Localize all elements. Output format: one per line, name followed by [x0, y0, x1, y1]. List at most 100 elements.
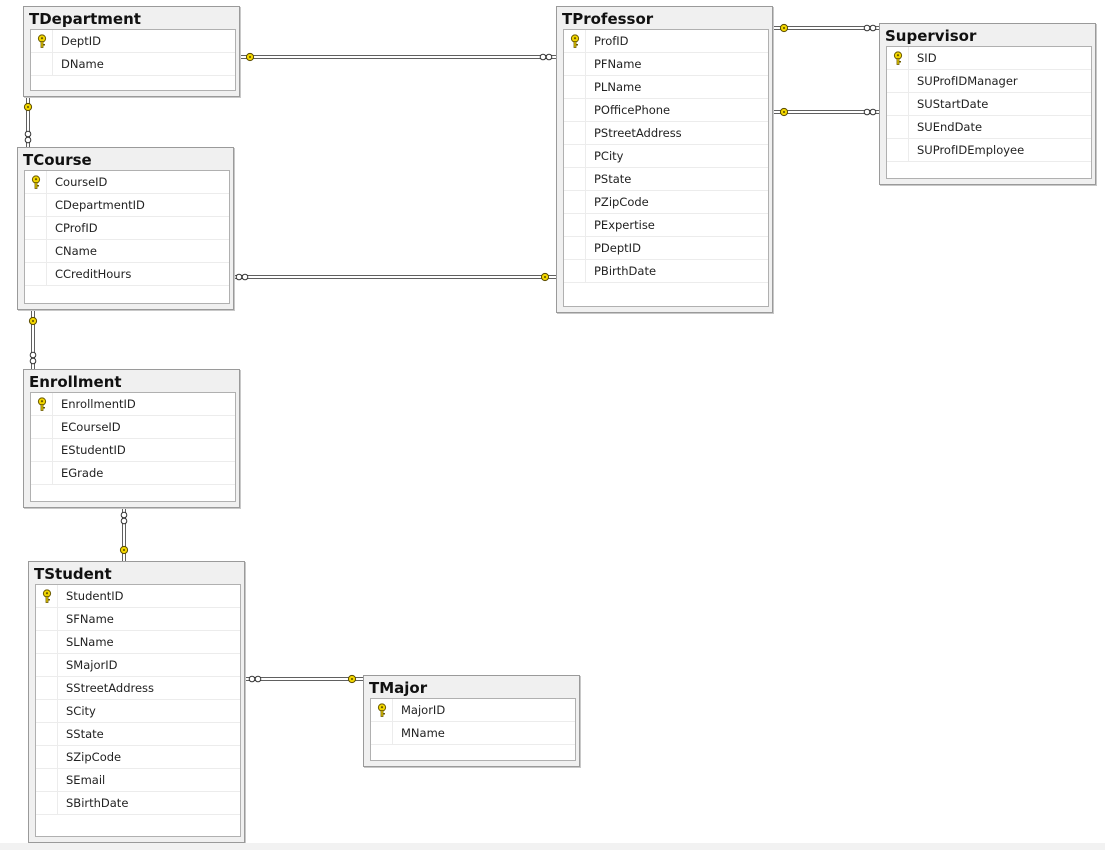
- row-selector[interactable]: [564, 168, 586, 190]
- column-row[interactable]: SLName: [36, 631, 240, 654]
- column-row[interactable]: POfficePhone: [564, 99, 768, 122]
- column-row[interactable]: SState: [36, 723, 240, 746]
- column-row[interactable]: SFName: [36, 608, 240, 631]
- row-selector[interactable]: [36, 677, 58, 699]
- row-selector[interactable]: [31, 416, 53, 438]
- column-row[interactable]: EGrade: [31, 462, 235, 485]
- column-row[interactable]: CCreditHours: [25, 263, 229, 286]
- column-row[interactable]: SZipCode: [36, 746, 240, 769]
- row-selector[interactable]: [25, 240, 47, 262]
- row-selector[interactable]: [36, 631, 58, 653]
- row-selector[interactable]: [31, 393, 53, 415]
- row-selector[interactable]: [564, 53, 586, 75]
- column-row[interactable]: DeptID: [31, 30, 235, 53]
- row-selector[interactable]: [564, 76, 586, 98]
- row-selector[interactable]: [36, 723, 58, 745]
- row-selector[interactable]: [564, 237, 586, 259]
- row-selector[interactable]: [25, 171, 47, 193]
- relationship-tdepartment-tcourse: [23, 97, 33, 147]
- column-row[interactable]: PLName: [564, 76, 768, 99]
- column-row[interactable]: ProfID: [564, 30, 768, 53]
- row-selector[interactable]: [564, 99, 586, 121]
- row-selector[interactable]: [36, 746, 58, 768]
- row-selector[interactable]: [887, 116, 909, 138]
- relationship-tdepartment-tprofessor: [240, 52, 556, 62]
- column-row[interactable]: SBirthDate: [36, 792, 240, 815]
- row-selector[interactable]: [371, 722, 393, 744]
- row-selector[interactable]: [564, 191, 586, 213]
- column-row[interactable]: PExpertise: [564, 214, 768, 237]
- column-row[interactable]: CProfID: [25, 217, 229, 240]
- column-name: CDepartmentID: [55, 198, 145, 212]
- row-selector[interactable]: [25, 263, 47, 285]
- row-selector[interactable]: [36, 608, 58, 630]
- column-row[interactable]: SUProfIDEmployee: [887, 139, 1091, 162]
- column-row[interactable]: EStudentID: [31, 439, 235, 462]
- column-row[interactable]: CName: [25, 240, 229, 263]
- many-end-infinity-icon: [29, 357, 37, 365]
- column-name: PZipCode: [594, 195, 649, 209]
- column-row[interactable]: SUProfIDManager: [887, 70, 1091, 93]
- row-selector[interactable]: [31, 439, 53, 461]
- row-selector[interactable]: [36, 585, 58, 607]
- table-title: Supervisor: [885, 27, 977, 45]
- column-row[interactable]: PStreetAddress: [564, 122, 768, 145]
- column-row[interactable]: SID: [887, 47, 1091, 70]
- column-row[interactable]: CDepartmentID: [25, 194, 229, 217]
- one-end-key-icon: [779, 23, 789, 33]
- row-selector[interactable]: [36, 792, 58, 814]
- one-end-key-icon: [28, 316, 38, 326]
- row-selector[interactable]: [25, 194, 47, 216]
- row-selector[interactable]: [887, 47, 909, 69]
- column-row[interactable]: ECourseID: [31, 416, 235, 439]
- column-row[interactable]: StudentID: [36, 585, 240, 608]
- column-row[interactable]: PState: [564, 168, 768, 191]
- row-selector[interactable]: [36, 769, 58, 791]
- column-row[interactable]: MajorID: [371, 699, 575, 722]
- many-end-infinity-icon: [545, 53, 553, 61]
- column-row[interactable]: SMajorID: [36, 654, 240, 677]
- many-end-infinity-icon: [254, 675, 262, 683]
- row-selector[interactable]: [564, 260, 586, 282]
- column-row[interactable]: SEmail: [36, 769, 240, 792]
- column-row[interactable]: EnrollmentID: [31, 393, 235, 416]
- row-selector[interactable]: [31, 462, 53, 484]
- row-selector[interactable]: [31, 30, 53, 52]
- column-row[interactable]: SUEndDate: [887, 116, 1091, 139]
- key-hole: [544, 276, 546, 278]
- column-row[interactable]: SStreetAddress: [36, 677, 240, 700]
- column-row[interactable]: PCity: [564, 145, 768, 168]
- row-selector[interactable]: [564, 145, 586, 167]
- column-row[interactable]: DName: [31, 53, 235, 76]
- row-selector[interactable]: [887, 70, 909, 92]
- row-selector[interactable]: [36, 654, 58, 676]
- row-selector[interactable]: [31, 53, 53, 75]
- row-selector[interactable]: [887, 139, 909, 161]
- one-end-key-icon: [119, 545, 129, 555]
- column-row[interactable]: PFName: [564, 53, 768, 76]
- column-row[interactable]: SCity: [36, 700, 240, 723]
- column-name: MName: [401, 726, 445, 740]
- row-selector[interactable]: [887, 93, 909, 115]
- column-row[interactable]: SUStartDate: [887, 93, 1091, 116]
- column-name: POfficePhone: [594, 103, 671, 117]
- column-row[interactable]: PDeptID: [564, 237, 768, 260]
- row-selector[interactable]: [564, 214, 586, 236]
- row-selector[interactable]: [25, 217, 47, 239]
- row-selector[interactable]: [371, 699, 393, 721]
- column-row[interactable]: PBirthDate: [564, 260, 768, 283]
- column-row[interactable]: PZipCode: [564, 191, 768, 214]
- column-row[interactable]: CourseID: [25, 171, 229, 194]
- row-selector[interactable]: [564, 122, 586, 144]
- row-selector[interactable]: [564, 30, 586, 52]
- column-row[interactable]: MName: [371, 722, 575, 745]
- row-selector[interactable]: [36, 700, 58, 722]
